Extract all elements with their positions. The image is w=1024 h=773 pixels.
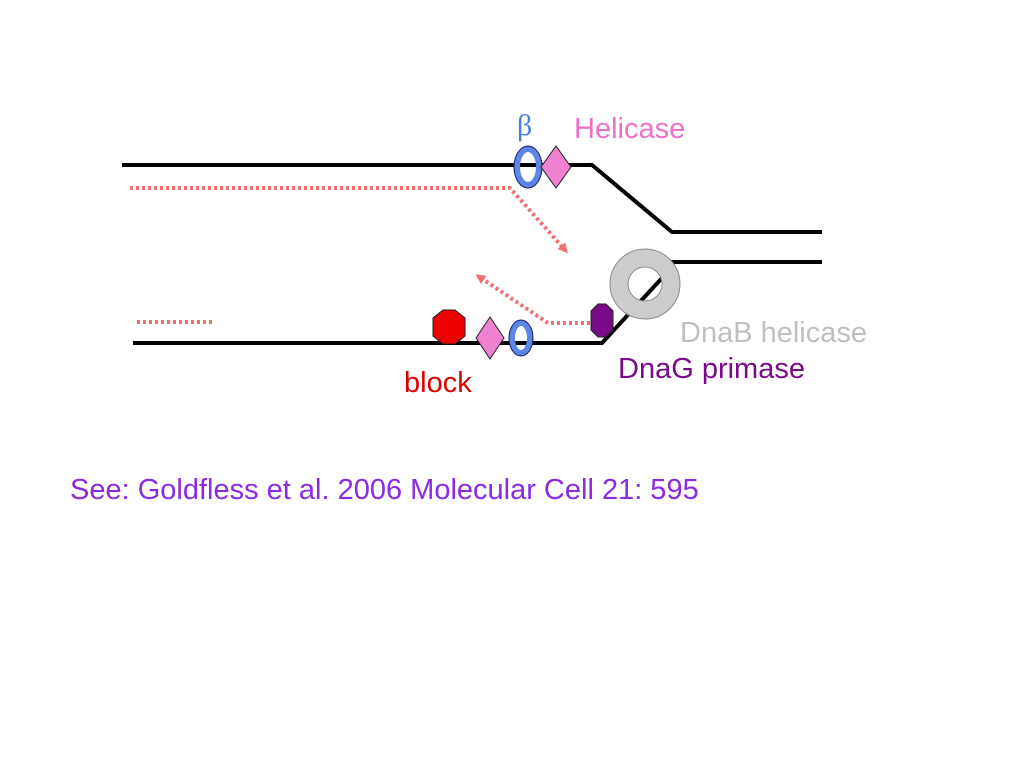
helicase-diamond-upper	[540, 145, 572, 189]
lagging-nascent-strand	[475, 274, 590, 325]
dnag-primase-label: DnaG primase	[618, 353, 805, 385]
block-octagon	[432, 309, 466, 345]
leading-nascent-strand	[130, 186, 568, 254]
dnab-helicase-ring-inner-edge	[627, 266, 663, 302]
helicase-diamond-lower	[475, 316, 505, 360]
dnab-helicase-label: DnaB helicase	[680, 317, 867, 349]
citation-text: See: Goldfless et al. 2006 Molecular Cel…	[70, 474, 699, 506]
helicase-label: Helicase	[574, 113, 685, 145]
beta-clamp-upper	[514, 146, 542, 188]
beta-clamp-lower-outline	[508, 319, 534, 357]
lower-parental-strand	[133, 276, 664, 345]
beta-clamp-lower	[509, 320, 533, 356]
block-label: block	[404, 367, 472, 399]
dnab-helicase-ring	[610, 249, 680, 319]
beta-label: β	[517, 109, 532, 142]
dnab-helicase-ring-outer-edge	[609, 248, 681, 320]
dnag-primase-octagon	[590, 303, 614, 338]
upper-parental-strand	[122, 163, 822, 234]
